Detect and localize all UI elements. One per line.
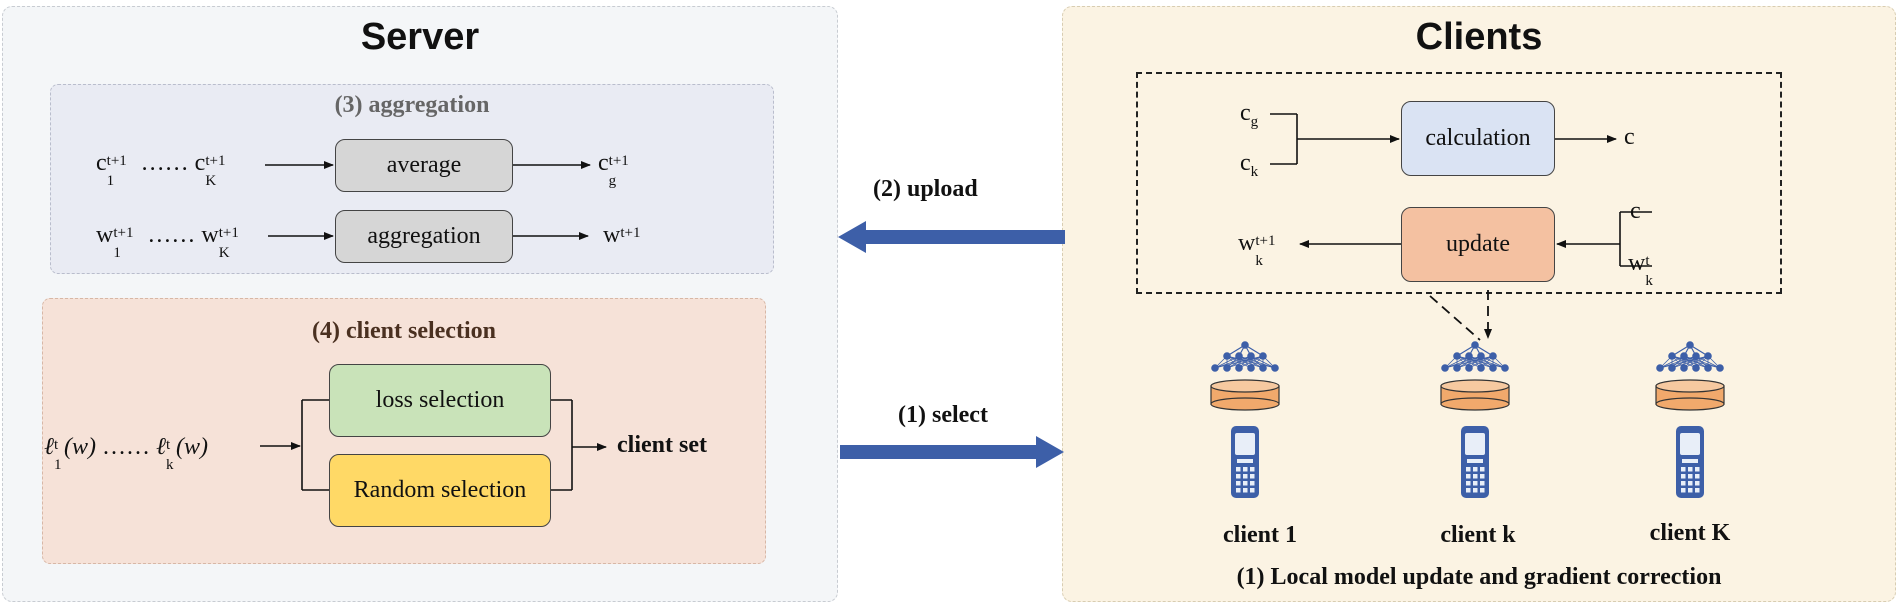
update-bracket (1299, 211, 1652, 267)
upload-label: (2) upload (873, 176, 978, 202)
client-K-neural-net-icon (1656, 341, 1724, 372)
update-box: update (1401, 207, 1555, 282)
client-k-label: client k (1440, 522, 1516, 548)
client-1-database-icon (1210, 379, 1280, 411)
aggregation-heading: (3) aggregation (334, 92, 490, 118)
client-K-phone-icon (1676, 426, 1704, 498)
random-selection-box: Random selection (329, 454, 551, 527)
server-title: Server (360, 16, 480, 58)
upload-arrow (838, 221, 1065, 253)
select-arrow (840, 436, 1064, 468)
loss-selection-box: loss selection (329, 364, 551, 437)
client-k-database-icon (1440, 379, 1510, 411)
client-K-label: client K (1649, 520, 1731, 546)
local-update-footer: (1) Local model update and gradient corr… (1236, 564, 1722, 590)
c-input: c (1630, 198, 1641, 224)
cg-input: cg (1240, 100, 1259, 130)
average-box: average (335, 139, 513, 192)
local-update-box (1136, 72, 1782, 294)
calculation-box: calculation (1401, 101, 1555, 176)
box-to-client-pointer (1429, 290, 1492, 341)
c-output: c (1624, 124, 1635, 150)
clients-title: Clients (1415, 16, 1543, 58)
client-k-neural-net-icon (1441, 341, 1509, 372)
client-k-icons (1440, 341, 1510, 498)
client-selection-heading: (4) client selection (312, 318, 496, 344)
client-1-neural-net-icon (1211, 341, 1279, 372)
client-K-icons (1655, 341, 1725, 498)
aggregation-box: aggregation (335, 210, 513, 263)
client-1-phone-icon (1231, 426, 1259, 498)
ck-input: ck (1240, 150, 1259, 180)
selection-bracket (260, 399, 607, 491)
client-set-label: client set (617, 432, 707, 458)
client-K-database-icon (1655, 379, 1725, 411)
calculation-bracket (1270, 113, 1617, 165)
select-label: (1) select (898, 402, 988, 428)
client-k-phone-icon (1461, 426, 1489, 498)
client-1-icons (1210, 341, 1280, 498)
client-1-label: client 1 (1223, 522, 1297, 548)
